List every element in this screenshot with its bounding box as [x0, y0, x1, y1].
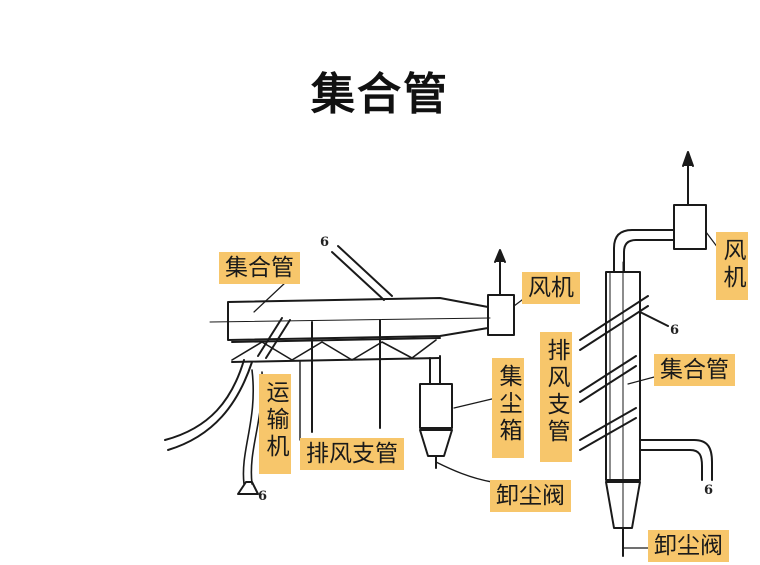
label-left-collector: 集合管	[219, 252, 300, 284]
label-right-collector: 集合管	[654, 354, 735, 386]
marker-3: 6	[670, 323, 679, 338]
dust-box	[419, 383, 453, 429]
right-fan-box	[673, 204, 707, 250]
label-dust-box: 集尘箱	[492, 358, 524, 458]
left-curved-pipe	[164, 359, 245, 441]
page-title: 集合管	[311, 69, 449, 120]
right-collector	[605, 271, 641, 481]
label-mid-fan: 风机	[522, 272, 580, 304]
label-right-unloader: 卸尘阀	[648, 530, 729, 562]
left-outlet-cone	[237, 481, 259, 495]
dust-box-cone	[419, 429, 453, 457]
label-vertical-branch: 排风支管	[540, 332, 572, 462]
label-right-fan: 风机	[716, 232, 748, 300]
conveyor-screw	[231, 339, 437, 361]
left-pipe-centerline	[209, 317, 491, 323]
marker-4: 6	[704, 483, 713, 498]
marker-1: 6	[320, 235, 329, 250]
label-mid-unloader: 卸尘阀	[490, 480, 571, 512]
right-collector-cone	[605, 481, 641, 529]
conveyor-bottom	[231, 357, 441, 363]
label-bottom-branch: 排风支管	[300, 438, 404, 470]
branch-upper-left	[337, 245, 393, 297]
marker-2: 6	[258, 489, 267, 504]
mid-fan-box	[487, 294, 515, 336]
label-conveyor: 运输机	[259, 374, 291, 474]
